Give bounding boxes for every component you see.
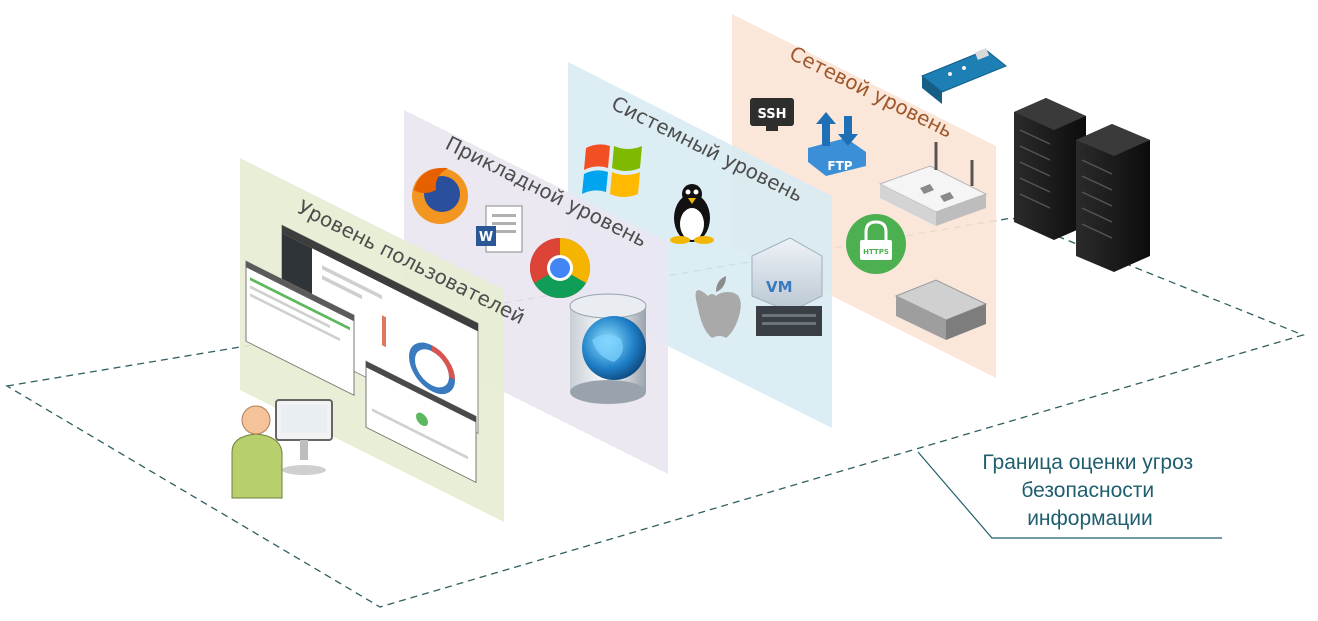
https-lock-icon: HTTPS bbox=[846, 214, 906, 274]
monitor-icon bbox=[275, 399, 333, 475]
vm-icon-text: VM bbox=[766, 278, 793, 296]
boundary-caption: Граница оценки угроз безопасности информ… bbox=[982, 451, 1197, 530]
app-screenshot-icon bbox=[245, 224, 479, 484]
database-globe-icon bbox=[569, 293, 647, 404]
word-document-icon: W bbox=[476, 205, 523, 253]
network-appliance-icon bbox=[894, 279, 988, 340]
vm-server-icon: VM bbox=[751, 237, 823, 336]
boundary-caption-line-3: информации bbox=[1027, 507, 1153, 530]
apple-icon bbox=[695, 276, 741, 338]
linux-tux-icon bbox=[670, 184, 714, 244]
boundary-caption-line-1: Граница оценки угроз bbox=[982, 451, 1193, 474]
boundary-callout-line bbox=[917, 451, 1222, 539]
chrome-icon bbox=[529, 237, 591, 299]
word-icon-letter: W bbox=[479, 230, 493, 245]
microcontroller-board-icon bbox=[921, 48, 1007, 104]
firefox-icon bbox=[412, 167, 468, 224]
boundary-outline bbox=[5, 217, 1305, 608]
https-icon-text: HTTPS bbox=[863, 248, 889, 256]
windows-icon bbox=[582, 144, 642, 197]
router-icon bbox=[878, 142, 988, 226]
ssh-icon-text: SSH bbox=[757, 107, 786, 122]
boundary-caption-line-2: безопасности bbox=[1021, 479, 1154, 502]
ftp-icon: FTP bbox=[808, 112, 866, 176]
ssh-icon: SSH bbox=[750, 98, 794, 131]
user-icon bbox=[231, 405, 283, 499]
ftp-icon-text: FTP bbox=[827, 159, 852, 173]
server-rack-icon bbox=[1014, 98, 1150, 272]
